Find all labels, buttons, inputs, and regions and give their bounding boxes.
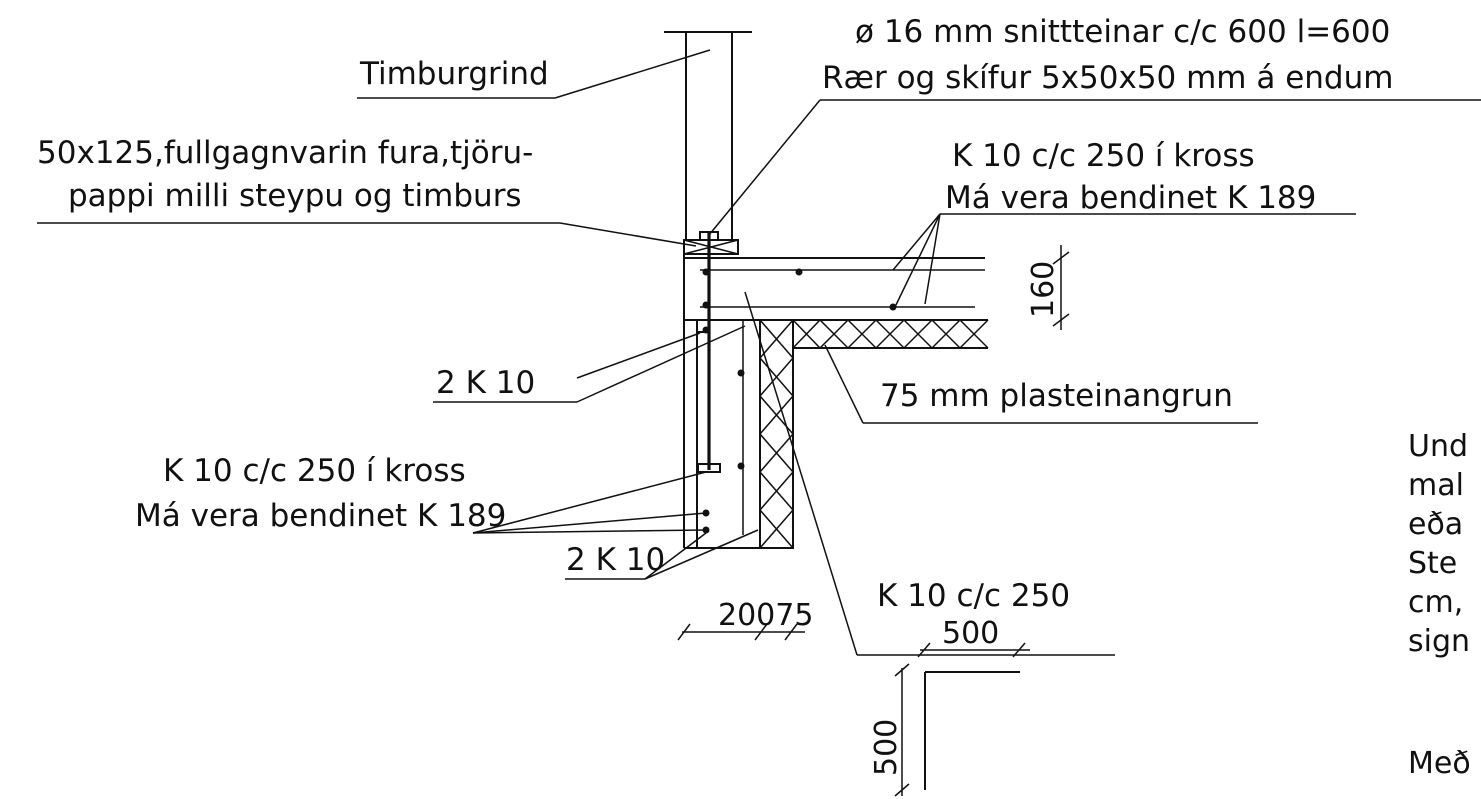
label-k10-kross-left-line-1: K 10 c/c 250 í kross — [163, 453, 466, 489]
note-line-1: Und — [1408, 429, 1468, 464]
bend-schedule: 500 500 — [869, 616, 1030, 797]
label-k10-cc250: K 10 c/c 250 — [877, 578, 1070, 614]
label-2k10-upper: 2 K 10 — [436, 365, 535, 401]
floor-insulation — [792, 318, 989, 350]
label-k10-kross-top-line-2: Má vera bendinet K 189 — [945, 180, 1316, 216]
concrete-wall — [683, 254, 761, 549]
note-line-7: Með — [1408, 746, 1471, 781]
note-line-4: Ste — [1408, 546, 1457, 581]
label-fura-line-2: pappi milli steypu og timburs — [68, 178, 522, 214]
label-snittteinar: ø 16 mm snittteinar c/c 600 l=600 — [855, 14, 1390, 50]
label-k10-kross-top-line-1: K 10 c/c 250 í kross — [952, 138, 1255, 174]
label-timburgrind: Timburgrind — [359, 56, 549, 92]
annotation-labels: Timburgrind ø 16 mm snittteinar c/c 600 … — [37, 14, 1393, 614]
note-line-5: cm, — [1408, 585, 1463, 620]
leader-lines — [37, 49, 1481, 656]
dimension-160: 160 — [1026, 245, 1070, 330]
label-2k10-lower: 2 K 10 — [566, 542, 665, 578]
label-k10-kross-left-line-2: Má vera bendinet K 189 — [135, 498, 506, 534]
clipped-notes: Und mal eða Ste cm, sign Með — [1408, 429, 1471, 781]
note-line-6: sign — [1408, 624, 1470, 659]
note-line-3: eða — [1408, 507, 1463, 542]
bend-horizontal-label: 500 — [942, 616, 999, 651]
rebar-dots — [702, 268, 897, 534]
bend-vertical-label: 500 — [869, 719, 904, 776]
label-fura-line-1: 50x125,fullgagnvarin fura,tjöru- — [37, 135, 533, 171]
anchor-bolt — [697, 231, 721, 473]
concrete-slab — [684, 257, 988, 321]
dimension-20075-label: 20075 — [718, 598, 813, 633]
sill-plate — [683, 239, 739, 255]
wall-insulation — [759, 319, 794, 549]
timber-frame — [664, 31, 752, 240]
dimension-160-label: 160 — [1026, 261, 1061, 318]
label-roer: Rær og skífur 5x50x50 mm á endum — [822, 60, 1393, 96]
note-line-2: mal — [1408, 468, 1464, 503]
label-plasteinangrun: 75 mm plasteinangrun — [880, 378, 1233, 414]
dimension-20075: 20075 — [677, 598, 813, 641]
